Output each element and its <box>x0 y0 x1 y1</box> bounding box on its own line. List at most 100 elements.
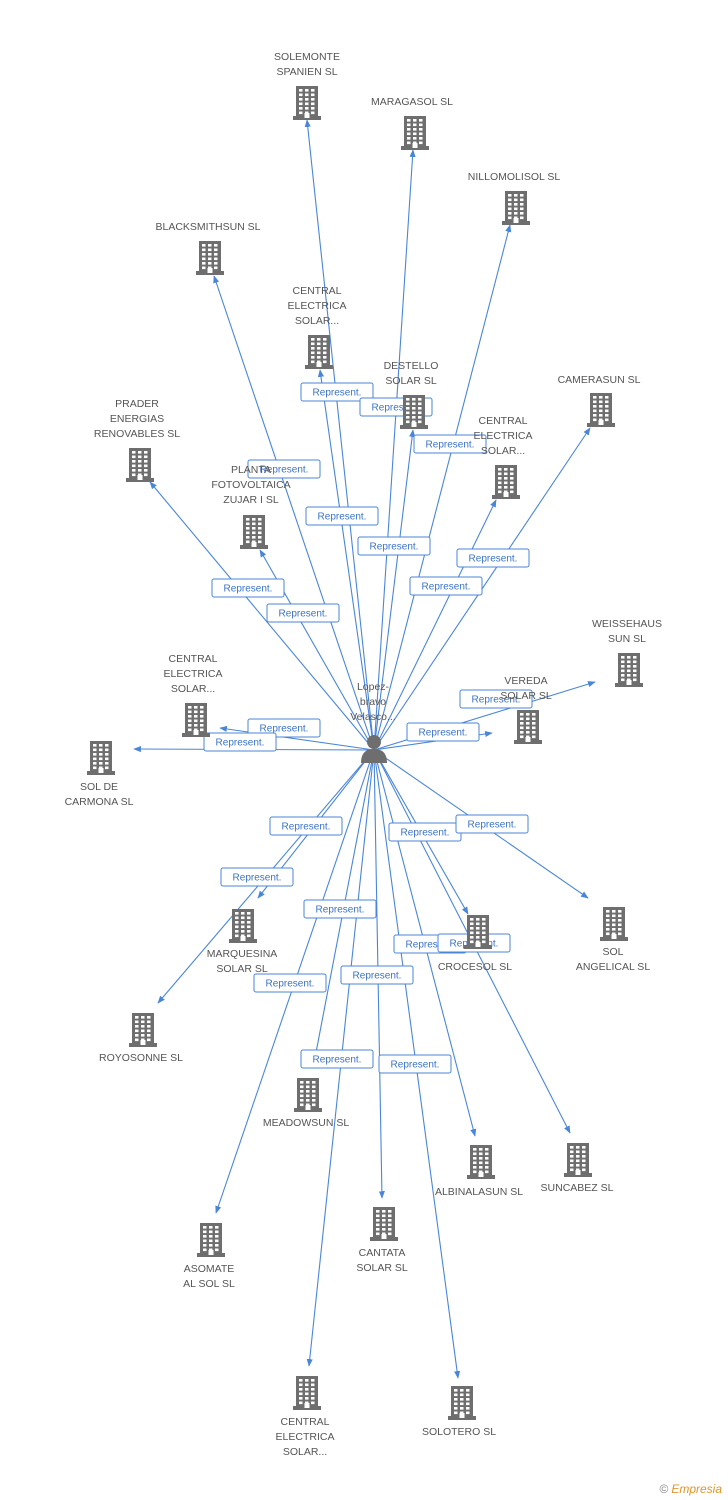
company-node-blacksmithsun[interactable]: BLACKSMITHSUN SL <box>155 221 261 275</box>
edge-label-central1[interactable]: Represent. <box>305 506 379 526</box>
company-node-suncabez[interactable]: SUNCABEZ SL <box>541 1143 614 1194</box>
company-node-central1[interactable]: CENTRALELECTRICASOLAR... <box>288 285 347 369</box>
edge-label-box <box>406 722 480 742</box>
edge-label-box <box>413 434 487 454</box>
company-label-line: MEADOWSUN SL <box>263 1117 350 1129</box>
company-label-line: DESTELLO <box>384 360 439 372</box>
company-node-meadowsun[interactable]: MEADOWSUN SL <box>263 1078 350 1129</box>
company-label-line: AL SOL SL <box>183 1278 235 1290</box>
company-node-weissehaus[interactable]: WEISSEHAUS SUN SL <box>592 618 662 687</box>
company-label-line: SOLAR SL <box>385 375 437 387</box>
company-label-line: PRADER <box>115 398 159 410</box>
brand-name: Empresia <box>671 1482 722 1496</box>
company-node-central2[interactable]: CENTRALELECTRICASOLAR... <box>474 415 533 499</box>
edge-label-central4[interactable]: Represent. <box>300 1049 374 1069</box>
edges-layer <box>133 119 596 1379</box>
company-node-nillomolisol[interactable]: NILLOMOLISOL SL <box>468 171 561 225</box>
edge-to-blacksmithsun <box>213 275 375 751</box>
edge-to-destello <box>373 429 416 751</box>
company-node-solotero[interactable]: SOLOTERO SL <box>422 1386 496 1438</box>
edge-label-text: Represent. <box>224 584 273 595</box>
edge-label-planta[interactable]: Represent. <box>266 603 340 623</box>
vereda-building-icon <box>514 710 542 744</box>
edge-label-royosonne[interactable]: Represent. <box>220 867 294 887</box>
edge-label-crocesol[interactable]: Represent. <box>388 822 462 842</box>
edge-label-solotero[interactable]: Represent. <box>378 1054 452 1074</box>
destello-building-icon <box>400 395 428 429</box>
company-label-line: MARQUESINA <box>207 948 278 960</box>
edge-label-text: Represent. <box>406 940 455 951</box>
edge-label-vereda[interactable]: Represent. <box>406 722 480 742</box>
edge-label-box <box>211 578 285 598</box>
solotero-building-icon <box>448 1386 476 1420</box>
edge-label-text: Represent. <box>419 728 468 739</box>
company-label-line: ANGELICAL SL <box>576 961 650 973</box>
company-node-camerasun[interactable]: CAMERASUN SL <box>558 374 641 427</box>
edge-label-marquesina[interactable]: Represent. <box>269 816 343 836</box>
edge-label-text: Represent. <box>279 609 328 620</box>
nillomolisol-building-icon <box>502 191 530 225</box>
camerasun-building-icon <box>587 393 615 427</box>
edge-label-box <box>253 973 327 993</box>
company-node-royosonne[interactable]: ROYOSONNE SL <box>99 1013 183 1064</box>
company-label-line: SOL DE <box>80 781 118 793</box>
edge-label-prader[interactable]: Represent. <box>211 578 285 598</box>
company-label-line: SOLOTERO SL <box>422 1426 496 1438</box>
company-node-central4[interactable]: CENTRALELECTRICASOLAR... <box>276 1376 335 1458</box>
edge-label-asomate[interactable]: Represent. <box>253 973 327 993</box>
edge-label-box <box>300 1049 374 1069</box>
company-label-line: PLANTA <box>231 464 271 476</box>
edge-label-blacksmithsun[interactable]: Represent. <box>247 459 321 479</box>
edge-label-solemonte[interactable]: Represent. <box>300 382 374 402</box>
edge-label-soldecarmona[interactable]: Represent. <box>203 732 277 752</box>
company-label-line: CENTRAL <box>478 415 527 427</box>
company-label-line: CAMERASUN SL <box>558 374 641 386</box>
edge-label-weissehaus[interactable]: Represent. <box>459 689 533 709</box>
company-label-line: SUN SL <box>608 633 646 645</box>
center-person-node[interactable]: Lopez- bravo Velasco... <box>350 681 396 763</box>
edge-label-box <box>409 576 483 596</box>
edge-label-text: Represent. <box>233 873 282 884</box>
edge-label-box <box>340 965 414 985</box>
edge-label-box <box>455 814 529 834</box>
footer-brand: ©Empresia <box>659 1482 722 1496</box>
company-node-albinalasun[interactable]: ALBINALASUN SL <box>435 1145 523 1198</box>
edge-label-cantata[interactable]: Represent. <box>340 965 414 985</box>
planta-building-icon <box>240 515 268 549</box>
edge-label-destello[interactable]: Represent. <box>357 536 431 556</box>
company-label-line: ELECTRICA <box>474 430 533 442</box>
edge-to-central1 <box>317 369 375 751</box>
company-label-line: CROCESOL SL <box>438 961 512 973</box>
asomate-building-icon <box>197 1223 225 1257</box>
edge-to-maragasol <box>373 149 416 751</box>
edge-label-central2[interactable]: Represent. <box>409 576 483 596</box>
blacksmithsun-building-icon <box>196 241 224 275</box>
company-node-central3[interactable]: CENTRALELECTRICASOLAR... <box>164 653 223 737</box>
edge-label-text: Represent. <box>372 403 421 414</box>
edge-label-text: Represent. <box>266 979 315 990</box>
company-node-destello[interactable]: DESTELLO SOLAR SL <box>384 360 439 429</box>
edge-label-camerasun[interactable]: Represent. <box>456 548 530 568</box>
company-label-line: WEISSEHAUS <box>592 618 662 630</box>
company-label-line: SPANIEN SL <box>276 66 337 78</box>
edge-label-nillomolisol[interactable]: Represent. <box>413 434 487 454</box>
company-node-crocesol[interactable]: CROCESOL SL <box>438 915 512 973</box>
company-label-line: CANTATA <box>359 1247 406 1259</box>
edge-label-meadowsun[interactable]: Represent. <box>303 899 377 919</box>
cantata-building-icon <box>370 1207 398 1241</box>
company-node-maragasol[interactable]: MARAGASOL SL <box>371 96 453 150</box>
copyright-symbol: © <box>659 1482 669 1496</box>
central2-building-icon <box>492 465 520 499</box>
edge-label-solangelical[interactable]: Represent. <box>455 814 529 834</box>
center-label-line-2: bravo <box>360 696 386 708</box>
